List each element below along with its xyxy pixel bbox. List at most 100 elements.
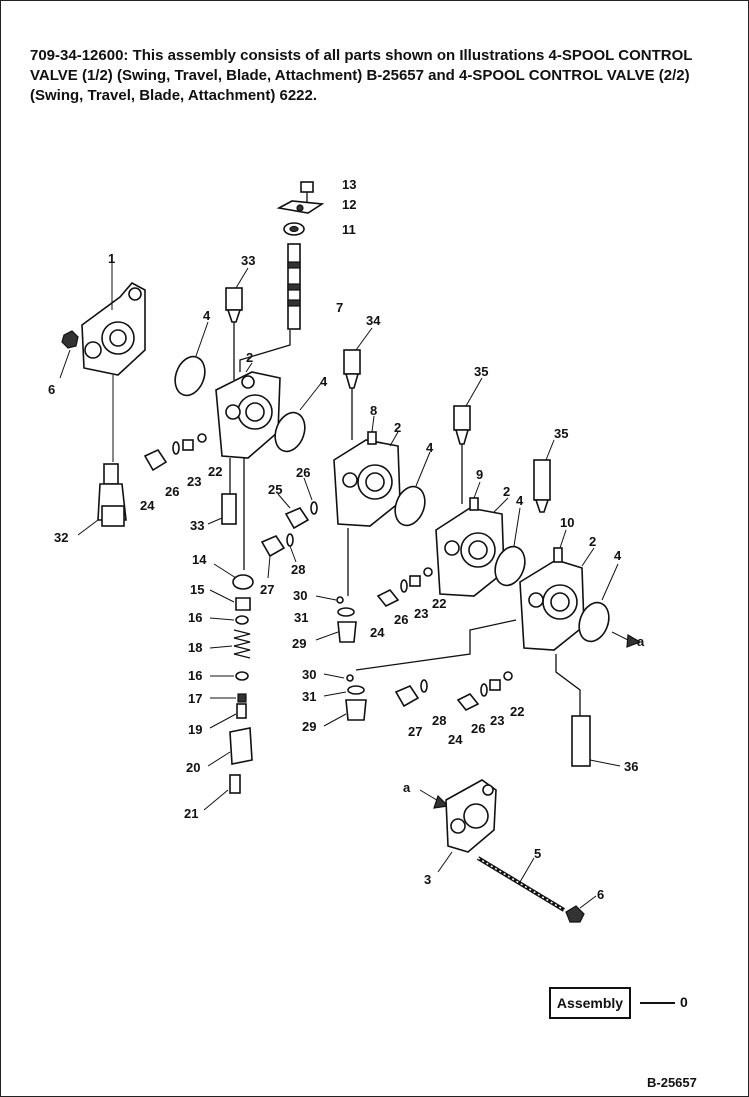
leader-2d [581,547,595,567]
callout-3: 3 [424,872,431,887]
part-28-oring-b [420,679,428,693]
callout-4d: 4 [516,493,524,508]
leader-2a [245,362,253,373]
part-12-flange [276,200,325,214]
callout-28a: 28 [291,562,305,577]
callout-26b: 26 [296,465,310,480]
part-2-valve-section-4 [519,547,585,651]
callout-18: 18 [188,640,202,655]
callout-32: 32 [54,530,68,545]
leader-33b [207,517,223,525]
part-14-seat [232,574,254,590]
callout-17: 17 [188,691,202,706]
callout-34: 34 [366,313,381,328]
leader-20 [207,751,231,767]
leader-10 [559,529,567,549]
part-36-valve [571,715,591,767]
callout-20: 20 [186,760,200,775]
arrow-a2 [433,794,450,809]
leader-34 [355,327,373,351]
callout-33b: 33 [190,518,204,533]
callout-9: 9 [476,467,483,482]
spool-path-1 [239,330,291,372]
part-28-oring-a [286,533,294,547]
leader-a1 [611,631,629,641]
callout-2c: 2 [503,484,510,499]
description-line-2: VALVE (1/2) (Swing, Travel, Blade, Attac… [30,67,690,84]
leader-32 [77,519,99,536]
callout-13: 13 [342,177,356,192]
callout-31b: 31 [302,689,316,704]
callout-16a: 16 [188,610,202,625]
leader-6a [59,349,71,379]
leader-5 [519,857,535,883]
leader-9 [473,481,481,499]
part-16-seat-b [235,671,249,681]
part-33-relief-valve-top [225,287,243,323]
part-17-collar [237,693,247,703]
callout-23c: 23 [490,713,504,728]
part-29-plug-b [345,699,367,721]
plug-row-3 [376,567,433,608]
part-19-screw [236,703,247,719]
leader-4b [299,381,323,411]
callout-28b: 28 [432,713,446,728]
callout-4e: 4 [614,548,622,563]
part-13-bolt [300,181,314,204]
leader-21 [203,789,229,811]
callout-26c: 26 [394,612,408,627]
callout-26d: 26 [471,721,485,736]
route-line-1 [355,619,517,671]
part-4-oring-d [494,545,526,587]
callout-6a: 6 [48,382,55,397]
callout-22a: 22 [208,464,222,479]
part-2-valve-section-2 [333,431,401,527]
callout-27a: 27 [260,582,274,597]
leader-28a [289,545,297,563]
part-1-end-cover [81,281,146,376]
callout-29b: 29 [302,719,316,734]
part-30-ball-a [336,596,344,604]
arrow-a1 [626,634,642,648]
plug-row-4 [456,671,513,712]
assembly-legend-box: Assembly [549,987,631,1019]
callout-4c: 4 [426,440,434,455]
description-line-1: 709-34-12600: This assembly consists of … [30,47,693,64]
part-35-valve-a [453,405,471,445]
callout-24a: 24 [140,498,155,513]
callout-1: 1 [108,251,115,266]
leader-4a [195,321,209,357]
callout-30a: 30 [293,588,307,603]
part-33-relief-valve-lower [221,493,237,525]
callout-5: 5 [534,846,541,861]
leader-15 [209,589,235,603]
part-16-seat-a [235,615,249,625]
callout-33a: 33 [241,253,255,268]
part-32-valve [97,463,127,527]
leader-27a [267,555,271,579]
callout-14: 14 [192,552,207,567]
callout-23a: 23 [187,474,201,489]
leader-35a [465,377,483,407]
part-4-oring-a [174,355,206,397]
figure-number: B-25657 [647,1075,697,1090]
leader-18 [209,645,233,649]
leader-19 [209,713,237,729]
part-29-plug-a [337,621,357,643]
callout-21: 21 [184,806,198,821]
callout-22c: 22 [510,704,524,719]
leader-4d [513,507,521,547]
part-4-oring-b [274,411,306,453]
part-5-stud [476,856,566,912]
part-15-retainer [235,597,251,611]
part-35-valve-b [533,459,551,513]
description-line-3: (Swing, Travel, Blade, Attachment) 6222. [30,87,318,104]
part-34-valve [343,349,361,389]
part-6-nut-top [61,330,79,349]
callout-a1: a [637,634,645,649]
assembly-description: 709-34-12600: This assembly consists of … [30,46,730,106]
callout-29a: 29 [292,636,306,651]
part-3-end-plate [445,779,497,853]
callout-8: 8 [370,403,377,418]
